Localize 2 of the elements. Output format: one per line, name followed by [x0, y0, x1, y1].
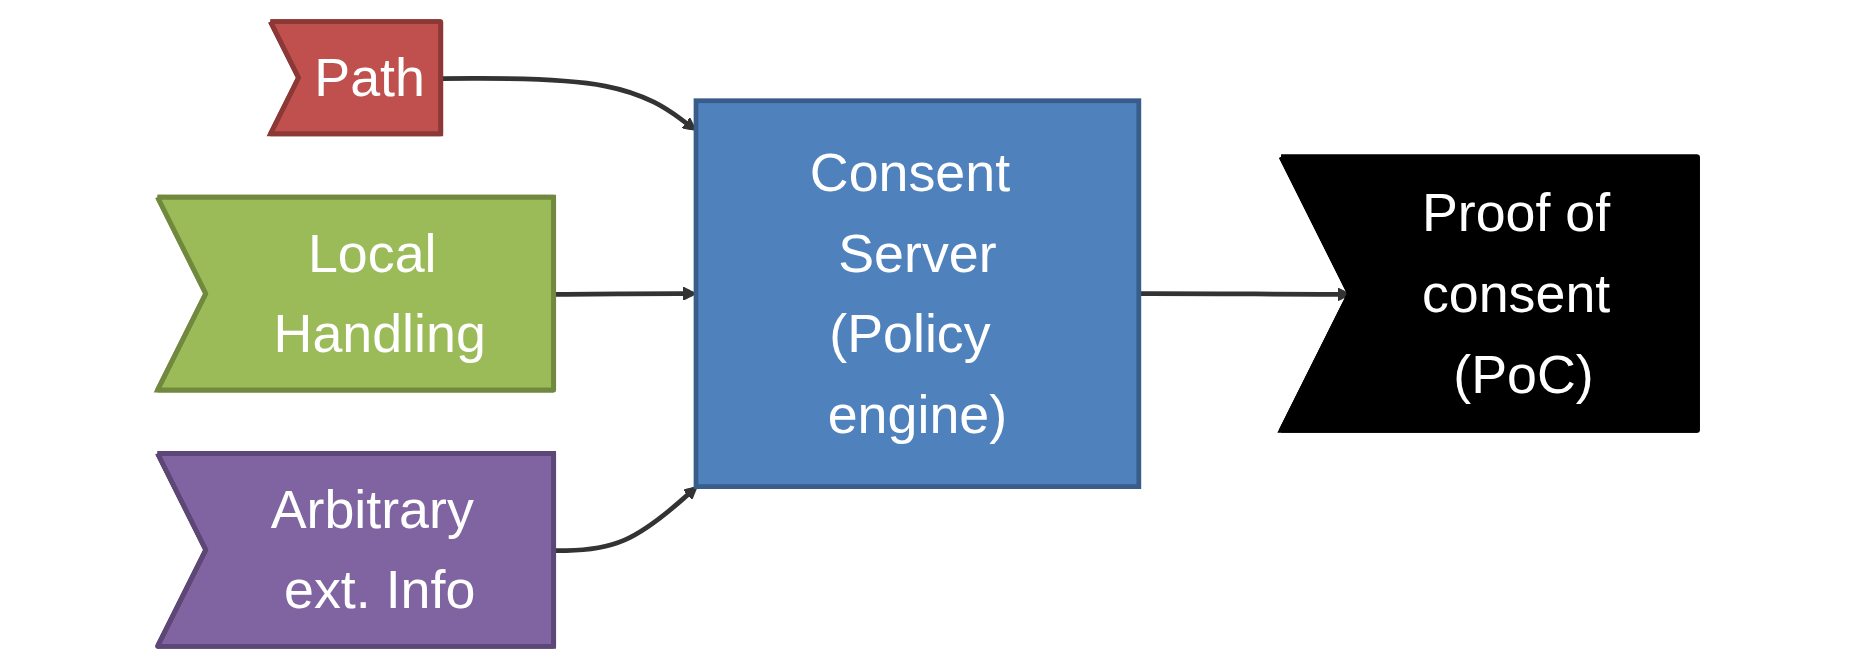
arrow — [554, 486, 698, 554]
node-box: Consent Server (Policy engine) — [693, 98, 1142, 489]
